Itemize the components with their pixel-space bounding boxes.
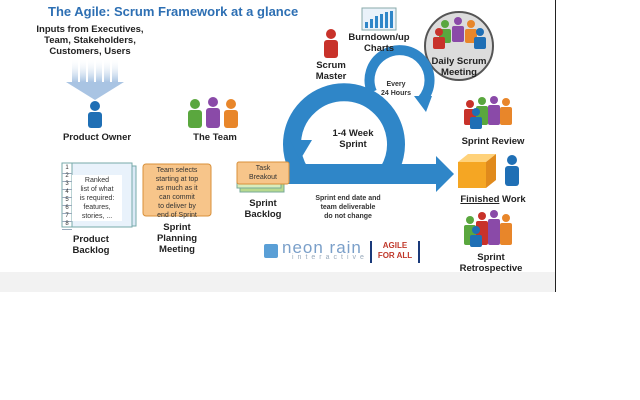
rank-number: 7 — [62, 212, 72, 222]
product-owner-icon — [88, 101, 102, 128]
sprint-backlog-icon — [236, 161, 290, 193]
rank-number: 2 — [62, 172, 72, 182]
diagram-graphics — [61, 7, 519, 258]
sprint-loop-arrow — [258, 83, 454, 192]
finished-work-icon — [458, 154, 519, 188]
product-owner-label: Product Owner — [62, 132, 132, 143]
diagram-title: The Agile: Scrum Framework at a glance — [48, 4, 299, 19]
burndown-chart-icon — [361, 7, 397, 31]
backlog-rank-numbers: 1 2 3 4 5 6 7 8 — [62, 164, 72, 230]
inputs-arrows — [66, 58, 124, 100]
finished-work-label: Finished Work — [460, 194, 526, 205]
team-icon — [188, 97, 238, 128]
rank-number: 8 — [62, 220, 72, 230]
team-label: The Team — [193, 132, 237, 143]
rank-number: 6 — [62, 204, 72, 214]
sprint-review-label: Sprint Review — [461, 136, 525, 147]
rank-number: 4 — [62, 188, 72, 198]
daily-loop-arrow — [364, 45, 435, 112]
image-border — [555, 0, 556, 292]
scrum-master-icon — [324, 29, 338, 58]
inputs-label: Inputs from Executives,Team, Stakeholder… — [36, 24, 144, 57]
rank-number: 3 — [62, 180, 72, 190]
background-strip — [0, 272, 556, 292]
planning-note: Team selects starting at top as much as … — [155, 167, 199, 219]
backlog-note: Ranked list of what is required: feature… — [79, 177, 115, 220]
retrospective-icon — [464, 210, 512, 247]
planning-note-icon — [142, 163, 212, 217]
neon-rain-subtitle: interactive — [292, 254, 368, 261]
product-backlog-icon — [61, 162, 137, 228]
daily-scrum-circle — [424, 11, 494, 81]
neon-rain-logo: neon rain — [282, 238, 362, 257]
neon-rain-logo-mark — [264, 244, 278, 258]
rank-number: 1 — [62, 164, 72, 174]
scrum-diagram: The Agile: Scrum Framework at a glance I… — [0, 4, 556, 292]
sprint-review-icon — [464, 96, 512, 129]
rank-number: 5 — [62, 196, 72, 206]
